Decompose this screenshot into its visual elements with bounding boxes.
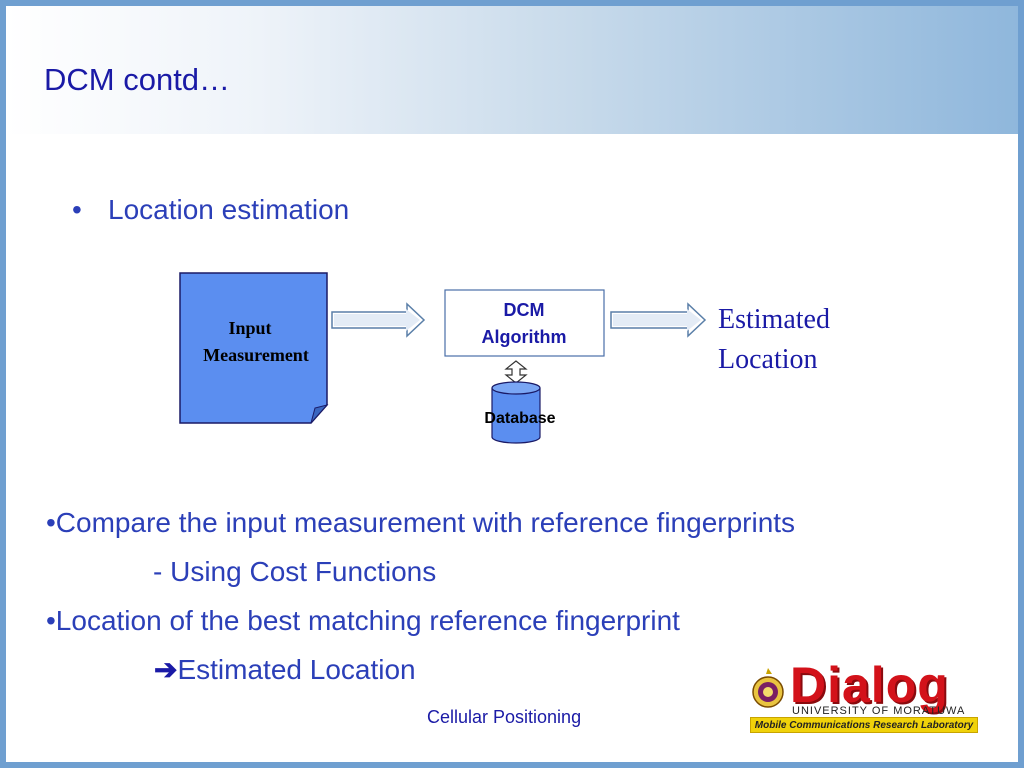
university-name: UNIVERSITY OF MORATUWA (792, 705, 966, 717)
database-cylinder-icon: Database (484, 381, 556, 444)
arrow-right-icon (610, 302, 707, 338)
dialog-brand-text: Dialog (790, 657, 949, 713)
dcm-label-line1: DCM (504, 300, 545, 320)
point-estimated-location: ➔Estimated Location (154, 653, 416, 686)
arrow-right-icon (331, 302, 426, 338)
point-compare: •Compare the input measurement with refe… (46, 507, 796, 538)
arrow-right-icon: ➔ (154, 654, 178, 685)
slide-header (6, 6, 1018, 134)
bullet-text: Location estimation (108, 194, 350, 225)
point-cost-functions: - Using Cost Functions (153, 556, 437, 587)
database-label: Database (484, 410, 555, 427)
estimated-location-line2: Location (718, 344, 818, 375)
input-measurement-label-line1: Input (228, 318, 271, 338)
bullet-location-estimation: • Location estimation (72, 194, 349, 226)
estimated-location-line1: Estimated (718, 304, 830, 335)
double-arrow-icon (504, 360, 528, 384)
slide-footer: Cellular Positioning (427, 707, 582, 727)
input-measurement-document: Input Measurement (179, 272, 329, 424)
dialog-logo: Dialog UNIVERSITY OF MORATUWA Mobile Com… (746, 657, 980, 736)
dcm-flow-diagram: Input Measurement DCM Algorithm Database… (179, 272, 830, 444)
lab-name: Mobile Communications Research Laborator… (750, 717, 978, 733)
slide-title: DCM contd… (44, 62, 231, 97)
dcm-label-line2: Algorithm (482, 327, 567, 347)
university-seal-icon (752, 668, 784, 708)
input-measurement-label-line2: Measurement (203, 345, 309, 365)
point-best-match: •Location of the best matching reference… (46, 605, 680, 636)
bullet-dot: • (72, 194, 82, 225)
dcm-algorithm-box: DCM Algorithm (444, 289, 605, 357)
point-estimated-location-text: Estimated Location (177, 654, 416, 685)
